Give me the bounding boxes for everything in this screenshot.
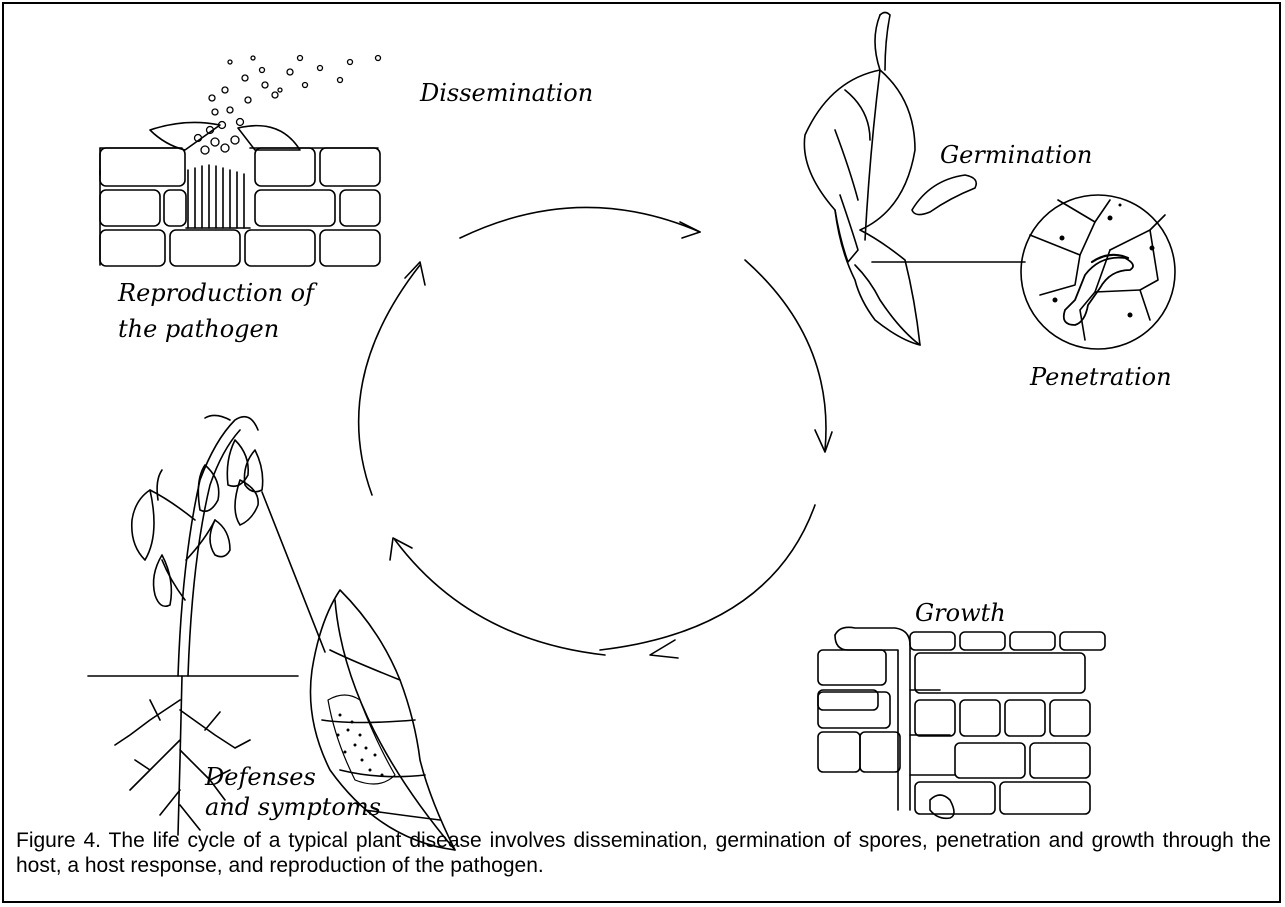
arrow-to-reproduction-top [359,265,420,495]
label-defenses-line2: and symptoms [205,792,381,822]
arrow-growth-to-symptoms [600,505,815,650]
pointer-line [262,492,325,652]
germinating-spore [912,175,976,215]
penetration-cell-icon [1021,195,1175,349]
arrow-germination-to-penetration [745,260,826,450]
label-defenses-line1: Defenses [205,762,316,792]
label-reproduction-line1: Reproduction of [118,278,314,308]
reproduction-tissue-icon [100,56,381,267]
label-reproduction-line2: the pathogen [118,314,279,344]
label-penetration: Penetration [1030,362,1172,392]
arrow-symptoms-to-reproduction [395,540,605,655]
fungal-hypha [835,635,898,810]
growth-tissue-icon [818,627,1105,818]
label-growth: Growth [915,598,1006,628]
germination-leaf-icon [804,13,1025,346]
label-dissemination: Dissemination [420,78,593,108]
cycle-arrows [359,207,832,658]
figure-caption: Figure 4. The life cycle of a typical pl… [16,828,1271,878]
label-germination: Germination [940,140,1092,170]
spore-dots [195,56,381,155]
arrow-dissemination-to-germination [460,207,700,238]
